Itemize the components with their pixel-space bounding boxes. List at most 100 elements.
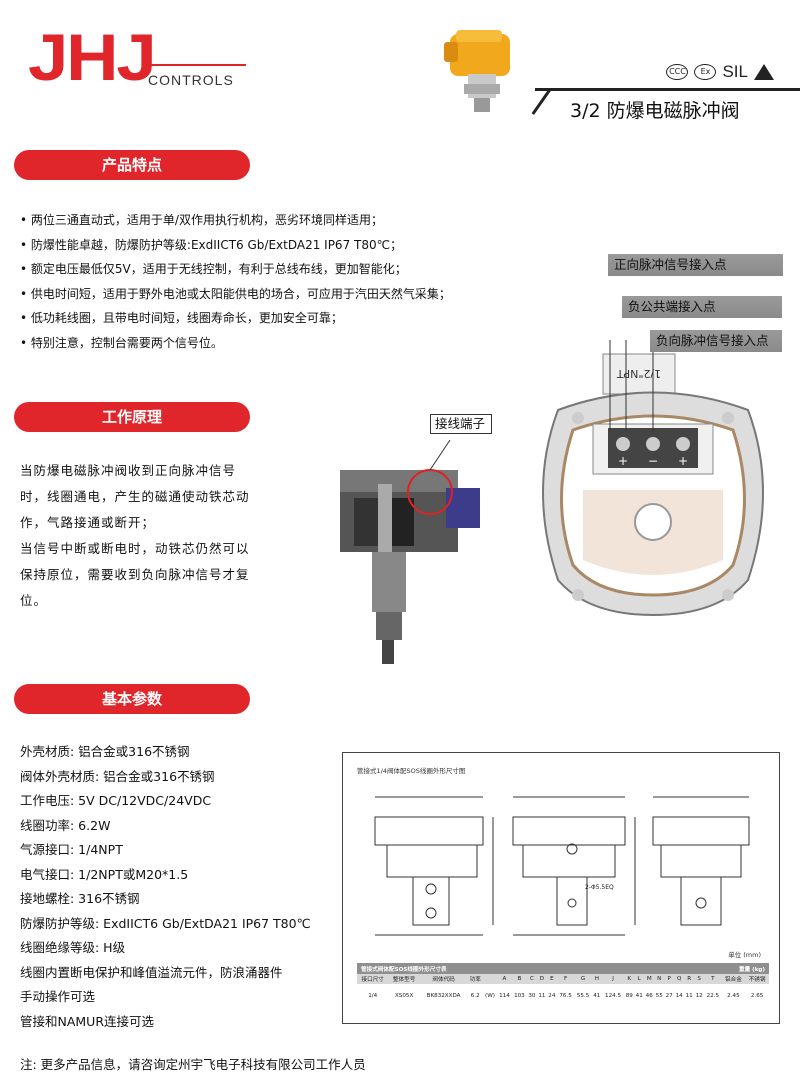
- section-params-heading: 基本参数: [14, 684, 250, 714]
- col-header: 阀体代码: [419, 974, 468, 984]
- features-list: 两位三通直动式，适用于单/双作用执行机构，恶劣环境同样适用； 防爆性能卓越，防爆…: [20, 208, 451, 355]
- ex-icon: Ex: [694, 64, 717, 80]
- drawing-unit: 单位 (mm): [728, 951, 761, 959]
- table-cell: 55: [655, 993, 663, 999]
- principle-text: 当防爆电磁脉冲阀收到正向脉冲信号 时，线圈通电，产生的磁通使动铁芯动 作，气路接…: [20, 458, 260, 614]
- param-item: 线圈内置断电保护和峰值溢流元件，防浪涌器件: [20, 964, 283, 980]
- table-cell: 55.5: [576, 993, 590, 999]
- dimension-table: 管接式阀体配SOS线圈外形尺寸表 重量 (kg) 接口尺寸 整体型号 阀体代码 …: [357, 963, 769, 1008]
- table-heading: 管接式阀体配SOS线圈外形尺寸表: [357, 963, 685, 974]
- logo-subtitle: CONTROLS: [148, 72, 234, 88]
- table-cell: 27: [665, 993, 673, 999]
- principle-line: 当信号中断或断电时，动铁芯仍然可以: [20, 541, 250, 556]
- param-item: 电气接口: 1/2NPT或M20*1.5: [20, 866, 189, 882]
- product-photo: [444, 30, 510, 112]
- col-header: G: [574, 974, 592, 984]
- feature-item: 特别注意，控制台需要两个信号位。: [20, 331, 451, 356]
- col-header: R: [684, 974, 695, 984]
- table-cell: 114: [499, 993, 510, 999]
- table-cell: 2.45: [727, 993, 740, 999]
- terminal-plus-2: +: [678, 454, 688, 468]
- param-item: 防爆防护等级: ExdIICT6 Gb/ExtDA21 IP67 T80℃: [20, 915, 311, 931]
- col-header: 功率: [467, 974, 484, 984]
- page-title: 3/2 防爆电磁脉冲阀: [570, 100, 740, 122]
- table-cell: 11: [685, 993, 693, 999]
- terminal-plus-1: +: [618, 454, 628, 468]
- principle-line: 作，气路接通或断开；: [20, 515, 156, 530]
- principle-line: 时，线圈通电，产生的磁通使动铁芯动: [20, 489, 250, 504]
- feature-item: 额定电压最低仅5V，适用于无线控制，有利于总线布线，更加智能化；: [20, 257, 451, 282]
- col-header: K: [624, 974, 635, 984]
- table-row: 1/4 XS05X BK832XXDA 6.2 (W) 114 103 30 1…: [357, 984, 769, 1008]
- col-header: [483, 974, 497, 984]
- table-cell: 22.5: [706, 993, 720, 999]
- params-list: 外壳材质: 铝合金或316不锈钢 阀体外壳材质: 铝合金或316不锈钢 工作电压…: [20, 740, 311, 1034]
- param-item: 接地螺栓: 316不锈钢: [20, 891, 140, 906]
- col-header: E: [546, 974, 557, 984]
- dimension-drawing: 管接式1/4阀体配SOS线圈外形尺寸图 2-Φ5.5EQ 单位: [342, 752, 780, 1024]
- table-cell: 103: [514, 993, 525, 999]
- param-item: 线圈绝缘等级: H级: [20, 940, 126, 955]
- col-header: N: [654, 974, 665, 984]
- table-cell: 89: [625, 993, 633, 999]
- table-cell: 11: [538, 993, 546, 999]
- brand-logo: JHJ CONTROLS: [28, 20, 246, 94]
- terminal-housing-view: 1/2"NPT + − +: [542, 340, 764, 617]
- valve-cross-section: [340, 440, 480, 664]
- drawing-title: 管接式1/4阀体配SOS线圈外形尺寸图: [357, 767, 466, 775]
- param-item: 工作电压: 5V DC/12VDC/24VDC: [20, 793, 212, 808]
- table-cell: 24: [548, 993, 556, 999]
- table-cell: XS05X: [394, 993, 414, 999]
- ccc-icon: CCC: [666, 64, 689, 80]
- table-cell: 6.2: [470, 993, 480, 999]
- param-item: 外壳材质: 铝合金或316不锈钢: [20, 744, 190, 759]
- feature-item: 供电时间短，适用于野外电池或太阳能供电的场合，可应用于汽田天然气采集；: [20, 282, 451, 307]
- table-cell: 46: [645, 993, 653, 999]
- section-features-heading: 产品特点: [14, 150, 250, 180]
- table-cell: 30: [528, 993, 536, 999]
- table-cell: 1/4: [368, 993, 378, 999]
- table-cell: 41: [593, 993, 601, 999]
- col-header: P: [664, 974, 675, 984]
- col-header: H: [591, 974, 602, 984]
- certification-marks: CCC Ex SIL: [666, 62, 774, 82]
- col-header: B: [511, 974, 527, 984]
- col-header: J: [601, 974, 625, 984]
- table-header-row: 接口尺寸 整体型号 阀体代码 功率 A B C D E F G H J K L …: [357, 974, 769, 984]
- param-item: 气源接口: 1/4NPT: [20, 842, 123, 857]
- feature-item: 防爆性能卓越，防爆防护等级:ExdIICT6 Gb/ExtDA21 IP67 T…: [20, 233, 451, 258]
- col-header: 不锈钢: [745, 974, 769, 984]
- col-header: D: [536, 974, 547, 984]
- table-cell: 124.5: [605, 993, 622, 999]
- param-item: 手动操作可选: [20, 989, 96, 1004]
- logo-divider: [148, 64, 246, 66]
- bolt-hole-mark: 2-Φ5.5EQ: [585, 884, 614, 891]
- col-header: C: [526, 974, 537, 984]
- terminal-label: 接线端子: [430, 414, 492, 434]
- warning-triangle-icon: [754, 64, 774, 80]
- table-cell: 76.5: [559, 993, 572, 999]
- sil-mark: SIL: [722, 62, 748, 81]
- weight-heading: 重量 (kg): [684, 963, 769, 974]
- title-rule: [535, 88, 800, 91]
- label-negative-signal: 负向脉冲信号接入点: [650, 330, 782, 352]
- feature-item: 低功耗线圈，且带电时间短，线圈寿命长，更加安全可靠；: [20, 306, 451, 331]
- label-positive-signal: 正向脉冲信号接入点: [608, 254, 783, 276]
- param-item: 管接和NAMUR连接可选: [20, 1013, 155, 1029]
- col-header: T: [704, 974, 722, 984]
- col-header: L: [634, 974, 645, 984]
- table-cell: BK832XXDA: [426, 993, 461, 999]
- col-header: F: [556, 974, 575, 984]
- col-header: 铝合金: [721, 974, 746, 984]
- footer-note: 注: 更多产品信息，请咨询定州宇飞电子科技有限公司工作人员: [20, 1057, 366, 1072]
- table-cell: 2.65: [750, 993, 764, 999]
- logo-letters: JHJ: [28, 20, 157, 94]
- col-header: S: [694, 974, 705, 984]
- section-principle-heading: 工作原理: [14, 402, 250, 432]
- principle-line: 当防爆电磁脉冲阀收到正向脉冲信号: [20, 463, 237, 478]
- param-item: 阀体外壳材质: 铝合金或316不锈钢: [20, 768, 215, 784]
- npt-label: 1/2"NPT: [617, 367, 662, 380]
- param-item: 线圈功率: 6.2W: [20, 817, 111, 833]
- table-cell: (W): [485, 993, 495, 999]
- dimension-views: 2-Φ5.5EQ: [374, 796, 750, 936]
